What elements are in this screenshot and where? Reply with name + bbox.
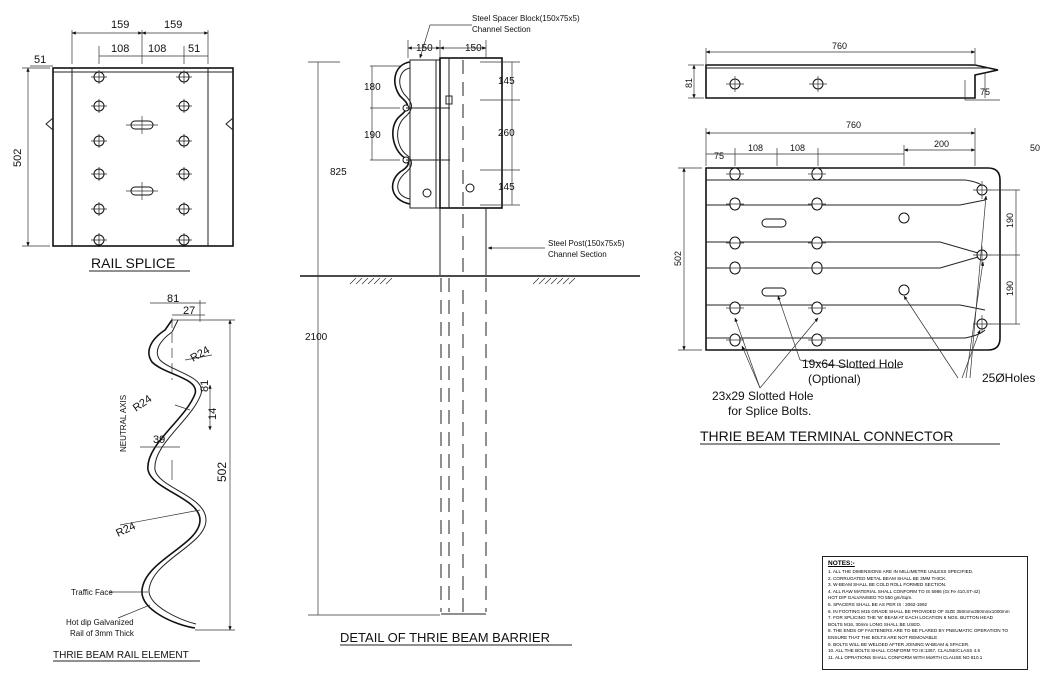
rail-material-line1: Hot dip Galvanized bbox=[66, 618, 134, 627]
connector-plate bbox=[705, 167, 1001, 351]
notes-list: 1. ALL THE DIMENSIONS ARE IN MILLIMETRE … bbox=[828, 569, 1022, 661]
note-item: 8. THE ENDS OF FASTENERS ARE TO BE FLARE… bbox=[828, 628, 1009, 634]
ground-hatch-right bbox=[532, 277, 576, 285]
barrier-dim-180: 180 bbox=[364, 82, 381, 93]
slot-label-line1: 19x64 Slotted Hole bbox=[802, 357, 904, 371]
connector-dim-81: 81 bbox=[684, 78, 694, 88]
rail-profile-inner bbox=[148, 319, 207, 625]
holes-label: 25ØHoles bbox=[982, 371, 1035, 385]
splice-dim-159-b: 159 bbox=[164, 19, 182, 31]
splice-slot-label-line1: 23x29 Slotted Hole bbox=[712, 389, 814, 403]
note-item: 4. ALL RAW MATERIAL SHALL CONFORM TO IS … bbox=[828, 588, 980, 594]
connector-drawing: 760 81 75 bbox=[673, 41, 1040, 445]
rail-r24-b: R24 bbox=[131, 393, 154, 414]
note-item: 3. W-BEAM SHALL BE COLD ROLL FORMED SECT… bbox=[828, 582, 947, 588]
note-item: 2. CORRUGATED METAL BEAM SHALL BE 3MM TH… bbox=[828, 575, 947, 581]
rail-dim-27: 27 bbox=[183, 305, 195, 317]
note-item: 9. BOLTS WILL BE WELDED AFTER JOINING W-… bbox=[828, 641, 970, 647]
rail-profile-outer bbox=[141, 319, 201, 629]
notes-box: NOTES:- 1. ALL THE DIMENSIONS ARE IN MIL… bbox=[822, 556, 1028, 670]
connector-dim-502: 502 bbox=[673, 251, 683, 266]
rail-material-line2: Rail of 3mm Thick bbox=[70, 629, 135, 638]
splice-dim-108-a: 108 bbox=[111, 43, 129, 55]
note-item: 7. FOR SPLICING THE 'W' BEAM AT EACH LOC… bbox=[828, 615, 993, 621]
splice-dim-51-right: 51 bbox=[188, 43, 200, 55]
note-item: HOT DIP GALVANISED TO 550 gm/Sqm. bbox=[828, 595, 913, 601]
connector-title: THRIE BEAM TERMINAL CONNECTOR bbox=[700, 428, 953, 444]
ground-hatch-left bbox=[349, 277, 393, 285]
splice-break-right bbox=[225, 117, 234, 131]
rail-dim-39: 39 bbox=[153, 434, 165, 446]
rail-element-drawing: 81 27 R24 81 14 R24 NEUTRAL AXIS 39 502 … bbox=[53, 293, 235, 662]
connector-top-view bbox=[705, 64, 999, 99]
connector-holes bbox=[726, 167, 991, 347]
barrier-dim-150-a: 150 bbox=[416, 43, 433, 54]
connector-dim-108-b: 108 bbox=[790, 143, 805, 153]
connector-dim-75: 75 bbox=[714, 151, 724, 161]
splice-dim-159-a: 159 bbox=[111, 19, 129, 31]
note-item: 1. ALL THE DIMENSIONS ARE IN MILLIMETRE … bbox=[828, 569, 974, 574]
connector-dim-190-a: 190 bbox=[1005, 213, 1015, 228]
connector-dim-200: 200 bbox=[934, 139, 949, 149]
spacer-label-line1: Steel Spacer Block(150x75x5) bbox=[472, 14, 580, 23]
note-item: BOLTS M16, 30mm LONG SHALL BE USED. bbox=[828, 621, 921, 627]
note-item: ENSURE THAT THE BOLTS ARE NOT REMOVABLE bbox=[828, 634, 938, 640]
connector-dim-50: 50 bbox=[1030, 143, 1040, 153]
barrier-title: DETAIL OF THRIE BEAM BARRIER bbox=[340, 630, 550, 645]
connector-dim-760-top: 760 bbox=[832, 41, 847, 51]
splice-slot-label-line2: for Splice Bolts. bbox=[728, 404, 811, 418]
note-item: 11. ALL OPRATIONS SHALL CONFORM WITH MoR… bbox=[828, 654, 983, 660]
splice-plate-outline bbox=[52, 67, 234, 247]
rail-r24-a: R24 bbox=[189, 344, 212, 364]
post-label-line2: Channel Section bbox=[548, 250, 607, 259]
connector-dim-760: 760 bbox=[846, 120, 861, 130]
steel-post-top bbox=[439, 57, 503, 209]
post-label-line1: Steel Post(150x75x5) bbox=[548, 239, 625, 248]
barrier-dim-145-bottom: 145 bbox=[498, 182, 515, 193]
rail-splice-drawing: 159 159 108 108 51 51 502 RAIL SPLICE bbox=[12, 19, 234, 272]
splice-dim-502: 502 bbox=[12, 149, 24, 167]
barrier-dim-2100: 2100 bbox=[305, 332, 328, 343]
rail-traffic-face: Traffic Face bbox=[71, 588, 113, 597]
barrier-dim-825: 825 bbox=[330, 167, 347, 178]
connector-dim-190-b: 190 bbox=[1005, 281, 1015, 296]
rail-r24-c: R24 bbox=[114, 520, 137, 539]
rail-dim-81-side: 81 bbox=[199, 380, 211, 392]
splice-dim-51-left: 51 bbox=[34, 54, 46, 66]
rail-dim-81-top: 81 bbox=[167, 293, 179, 305]
thrie-beam-profile bbox=[391, 61, 411, 205]
rail-dim-14: 14 bbox=[207, 408, 219, 420]
barrier-dim-150-b: 150 bbox=[465, 43, 482, 54]
note-item: 6. IN FOOTING M15 GRADE SHALL BE PROVIDE… bbox=[828, 608, 1010, 614]
barrier-dim-145-top: 145 bbox=[498, 76, 515, 87]
barrier-dim-190: 190 bbox=[364, 130, 381, 141]
rail-neutral-axis-label: NEUTRAL AXIS bbox=[119, 395, 128, 452]
rail-dim-502: 502 bbox=[215, 462, 229, 482]
note-item: 5. SPACERS SHALL BE AS PER IS : 2062-199… bbox=[828, 601, 928, 607]
splice-dim-108-b: 108 bbox=[148, 43, 166, 55]
rail-element-title: THRIE BEAM RAIL ELEMENT bbox=[53, 650, 189, 661]
slot-label-line2: (Optional) bbox=[808, 372, 861, 386]
spacer-label-line2: Channel Section bbox=[472, 25, 531, 34]
barrier-dim-260: 260 bbox=[498, 128, 515, 139]
note-item: 10. ALL THE BOLTS SHALL CONFORM TO IS:13… bbox=[828, 648, 980, 654]
barrier-drawing: 150 150 180 190 145 260 145 825 2100 Ste… bbox=[300, 14, 640, 646]
splice-break-left bbox=[45, 117, 54, 131]
notes-title: NOTES:- bbox=[828, 560, 855, 567]
rail-splice-title: RAIL SPLICE bbox=[91, 255, 175, 271]
splice-holes bbox=[91, 70, 192, 247]
connector-dim-75-side: 75 bbox=[980, 87, 990, 97]
connector-dim-108-a: 108 bbox=[748, 143, 763, 153]
